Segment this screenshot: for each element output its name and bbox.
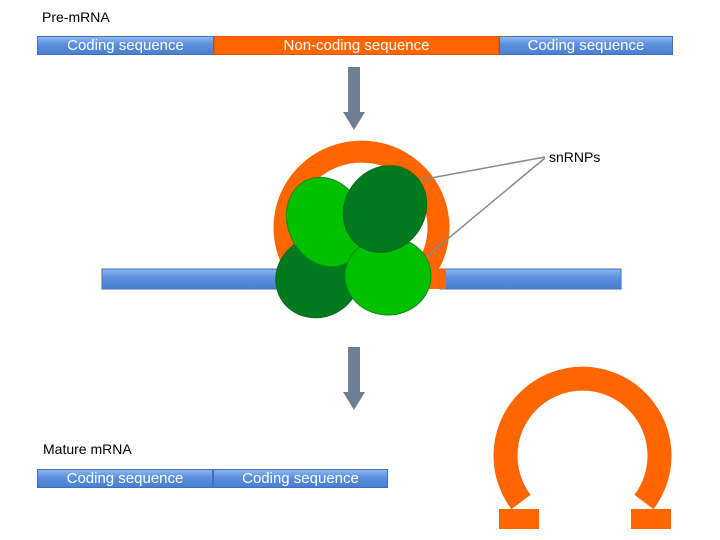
mature-mrna-coding-segment-1: Coding sequence xyxy=(37,469,213,488)
mature-mrna-coding-segment-2: Coding sequence xyxy=(213,469,388,488)
snrnp-cluster xyxy=(275,165,432,319)
pre-mrna-title: Pre-mRNA xyxy=(42,9,110,25)
pre-mrna-coding-segment-1: Coding sequence xyxy=(37,36,214,55)
mature-mrna-title: Mature mRNA xyxy=(43,441,132,457)
snrnp-pointer-1 xyxy=(419,156,546,181)
down-arrow-1 xyxy=(343,67,365,130)
snrnp-dark-top-right xyxy=(342,165,428,253)
snrnps-label: snRNPs xyxy=(549,149,601,165)
excised-intron-lariat xyxy=(493,366,672,529)
down-arrow-2 xyxy=(343,347,365,410)
pre-mrna-coding-segment-2: Coding sequence xyxy=(499,36,673,55)
mrna-strand-right xyxy=(439,268,622,290)
mrna-strand-left xyxy=(101,268,279,290)
snrnp-pointer-2 xyxy=(419,157,546,263)
pre-mrna-noncoding-segment: Non-coding sequence xyxy=(214,36,499,55)
